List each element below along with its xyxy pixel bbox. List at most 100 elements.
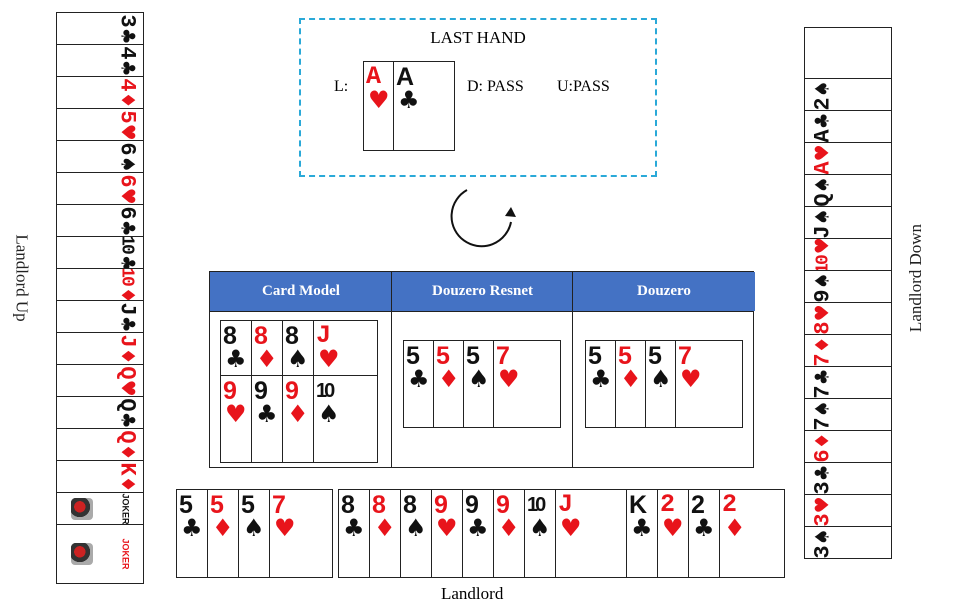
card-suit-icon: ♣ [467, 514, 489, 542]
playing-card[interactable]: J♣ [56, 300, 144, 333]
card-face: 7♠ [807, 399, 840, 431]
playing-card[interactable]: 10♥ [804, 238, 892, 271]
playing-card[interactable]: 9♥ [220, 375, 252, 463]
card-face: K♦ [111, 461, 144, 492]
playing-card[interactable]: Q♦ [56, 428, 144, 461]
playing-card[interactable]: 6♣ [56, 204, 144, 237]
playing-card[interactable]: 9♦ [493, 489, 525, 578]
card-suit-icon: ♠ [405, 514, 427, 542]
playing-card[interactable]: 2♣ [688, 489, 720, 578]
playing-card[interactable]: 6♥ [56, 172, 144, 205]
playing-card[interactable]: Q♥ [56, 364, 144, 397]
column-divider [572, 272, 573, 467]
card-suit-icon: ♦ [212, 514, 234, 542]
playing-card[interactable]: 8♣ [338, 489, 370, 578]
playing-card[interactable]: 5♠ [463, 340, 494, 428]
playing-card[interactable]: 8♠ [282, 320, 314, 377]
playing-card[interactable]: A♥ [363, 61, 394, 151]
playing-card[interactable]: 10♣ [56, 236, 144, 269]
card-face: 3♣ [807, 463, 840, 494]
playing-card[interactable]: A♣ [804, 110, 892, 143]
playing-card[interactable]: A♥ [804, 142, 892, 175]
card-rank: 7 [810, 387, 835, 399]
playing-card[interactable]: 8♠ [400, 489, 432, 578]
playing-card[interactable]: 5♠ [238, 489, 270, 578]
playing-card[interactable]: J♦ [56, 332, 144, 365]
card-rank: 5 [241, 491, 255, 519]
playing-card[interactable]: 6♠ [56, 140, 144, 173]
playing-card[interactable]: A♣ [393, 61, 455, 151]
playing-card[interactable]: 10♠ [313, 375, 378, 463]
card-face: J♣ [111, 301, 144, 332]
card-face: 4♣ [111, 45, 144, 76]
playing-card[interactable]: 9♣ [462, 489, 494, 578]
playing-card[interactable]: 3♣ [804, 462, 892, 495]
playing-card[interactable]: 7♠ [804, 398, 892, 431]
playing-card[interactable]: 7♥ [493, 340, 561, 428]
playing-card[interactable]: 3♠ [804, 526, 892, 559]
playing-card[interactable]: 7♥ [269, 489, 333, 578]
playing-card[interactable]: 2♥ [657, 489, 689, 578]
card-suit-icon: ♠ [811, 80, 834, 98]
card-rank: 5 [466, 342, 480, 370]
playing-card[interactable]: J♠ [804, 206, 892, 239]
playing-card[interactable]: 3♣ [56, 12, 144, 45]
playing-card[interactable]: Q♠ [804, 174, 892, 207]
playing-card[interactable]: 5♣ [176, 489, 208, 578]
card-rank: 8 [341, 491, 355, 519]
playing-card[interactable]: K♦ [56, 460, 144, 493]
joker-card[interactable]: JOKER [56, 492, 144, 525]
playing-card[interactable]: 5♦ [207, 489, 239, 578]
last-hand-landlord-label: L: [334, 78, 349, 95]
playing-card[interactable]: 4♣ [56, 44, 144, 77]
playing-card[interactable]: K♣ [626, 489, 658, 578]
playing-card[interactable]: 6♦ [804, 430, 892, 463]
card-suit-icon: ♣ [398, 86, 420, 114]
card-suit-icon: ♥ [116, 187, 139, 205]
card-rank: 5 [648, 342, 662, 370]
card-rank: J [115, 334, 140, 346]
cycle-arrow-icon [450, 189, 516, 248]
playing-card[interactable]: 10♦ [56, 268, 144, 301]
card-suit-icon: ♦ [438, 365, 460, 393]
playing-card[interactable]: 5♥ [56, 108, 144, 141]
card-rank: 8 [810, 323, 835, 335]
playing-card[interactable]: 2♠ [804, 78, 892, 111]
playing-card[interactable]: 9♦ [282, 375, 314, 463]
card-face: J♦ [111, 333, 144, 364]
playing-card[interactable]: 8♦ [251, 320, 283, 377]
model-comparison-table: Card Model Douzero Resnet Douzero 8♣8♦8♠… [209, 271, 755, 468]
card-rank: 7 [810, 419, 835, 431]
playing-card[interactable]: 10♠ [524, 489, 556, 578]
playing-card[interactable]: 7♣ [804, 366, 892, 399]
joker-card[interactable]: JOKER [56, 524, 144, 584]
playing-card[interactable]: 5♦ [433, 340, 464, 428]
playing-card[interactable]: 5♦ [615, 340, 646, 428]
playing-card[interactable]: 2♦ [719, 489, 785, 578]
playing-card[interactable]: 5♣ [585, 340, 616, 428]
column-divider [391, 272, 392, 467]
card-suit-icon: ♠ [650, 365, 672, 393]
joker-picture-icon [71, 497, 93, 520]
playing-card[interactable]: 9♠ [804, 270, 892, 303]
card-suit-icon: ♥ [811, 144, 834, 162]
card-suit-icon: ♣ [693, 514, 715, 542]
card-suit-icon: ♥ [560, 514, 582, 542]
playing-card[interactable]: J♥ [313, 320, 378, 377]
card-rank: 7 [678, 342, 692, 370]
playing-card[interactable]: 8♦ [369, 489, 401, 578]
card-suit-icon: ♥ [116, 123, 139, 141]
playing-card[interactable]: 5♣ [403, 340, 434, 428]
playing-card[interactable]: Q♣ [56, 396, 144, 429]
card-face: Q♦ [111, 429, 144, 460]
playing-card[interactable]: 4♦ [56, 76, 144, 109]
playing-card[interactable]: 8♣ [220, 320, 252, 377]
card-rank: 2 [660, 490, 675, 519]
playing-card[interactable]: 7♦ [804, 334, 892, 367]
playing-card[interactable]: 8♥ [804, 302, 892, 335]
playing-card[interactable]: 3♥ [804, 494, 892, 527]
playing-card[interactable]: 5♠ [645, 340, 676, 428]
playing-card[interactable]: 9♥ [431, 489, 463, 578]
playing-card[interactable]: 9♣ [251, 375, 283, 463]
playing-card[interactable]: 7♥ [675, 340, 743, 428]
